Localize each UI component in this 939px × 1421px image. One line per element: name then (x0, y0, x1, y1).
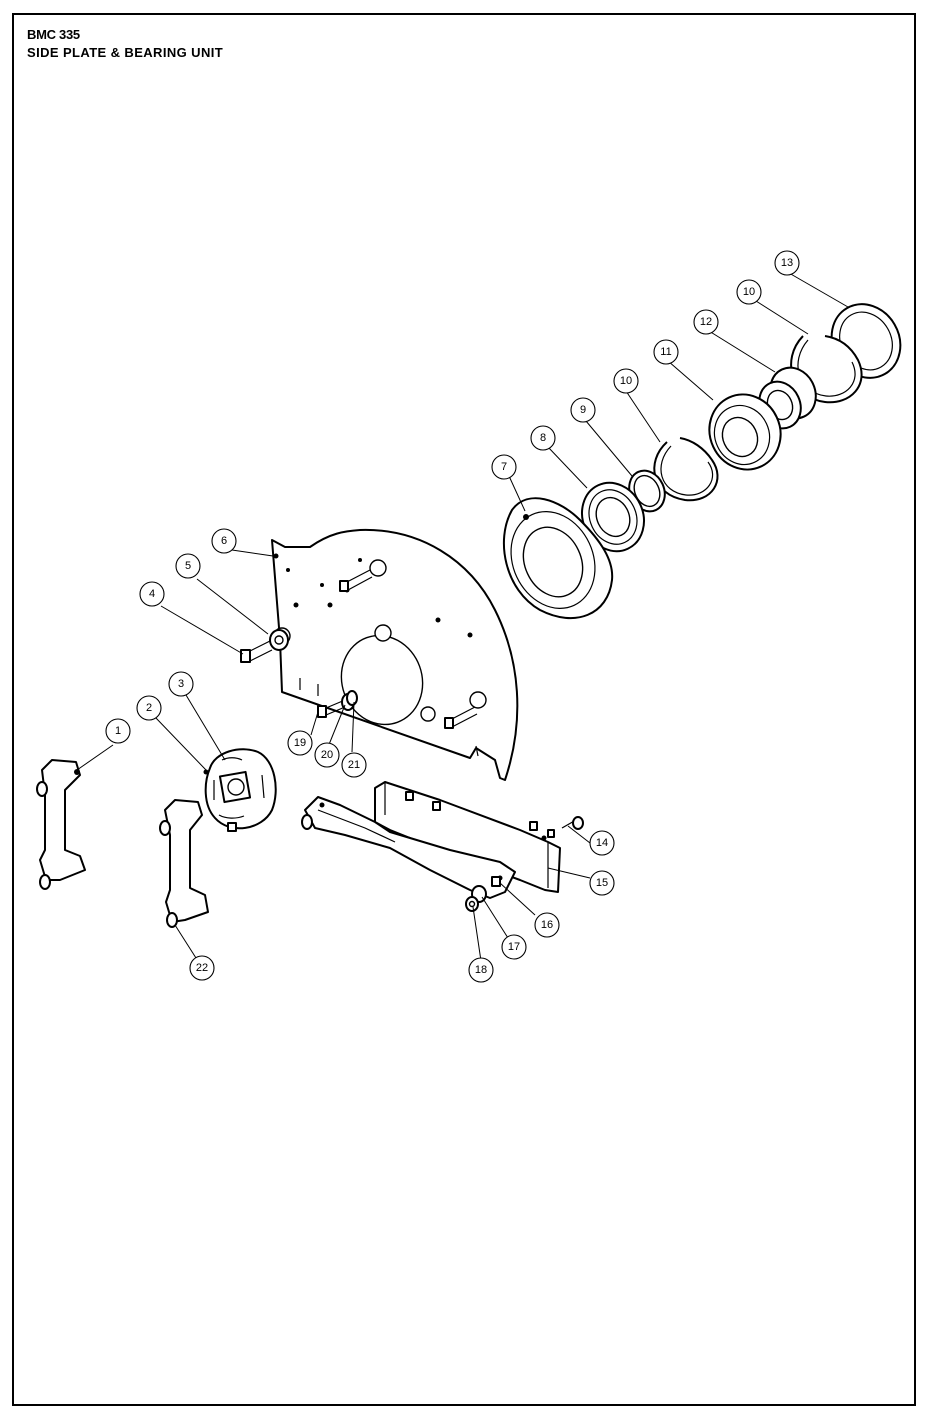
callout-14: 14 (589, 830, 615, 856)
drawing-header: BMC 335 SIDE PLATE & BEARING UNIT (27, 26, 223, 62)
svg-text:3: 3 (178, 678, 184, 690)
callout-17: 17 (501, 934, 527, 960)
svg-text:9: 9 (580, 404, 586, 416)
part-2-dot (203, 769, 209, 775)
callout-13: 13 (774, 250, 800, 276)
part-16-bar (301, 796, 516, 899)
callout-6: 6 (211, 528, 237, 554)
callout-10-upper: 10 (736, 279, 762, 305)
svg-text:17: 17 (508, 941, 520, 953)
callout-18: 18 (468, 957, 494, 983)
drawing-title: SIDE PLATE & BEARING UNIT (27, 45, 224, 60)
callout-7: 7 (491, 454, 517, 480)
callout-21: 21 (341, 752, 367, 778)
callout-12: 12 (693, 309, 719, 335)
callout-16: 16 (534, 912, 560, 938)
callout-20: 20 (314, 742, 340, 768)
callout-22: 22 (189, 955, 215, 981)
part-10-snap-ring-lower (653, 437, 719, 502)
svg-text:4: 4 (149, 588, 155, 600)
model-number: BMC 335 (27, 27, 80, 42)
callout-3: 3 (168, 671, 194, 697)
svg-text:14: 14 (596, 837, 608, 849)
svg-text:10: 10 (743, 286, 755, 298)
svg-text:8: 8 (540, 432, 546, 444)
part-15-guide-rail (374, 781, 561, 893)
callout-11: 11 (653, 339, 679, 365)
svg-text:2: 2 (146, 702, 152, 714)
leader-lines (76, 272, 849, 962)
svg-text:15: 15 (596, 877, 608, 889)
svg-text:13: 13 (781, 257, 793, 269)
part-8-seal (581, 481, 645, 553)
svg-text:20: 20 (321, 749, 333, 761)
part-7-bearing-housing (502, 497, 614, 619)
callout-4: 4 (139, 581, 165, 607)
svg-text:10: 10 (620, 375, 632, 387)
part-5-washer (269, 629, 289, 651)
callout-19: 19 (287, 730, 313, 756)
part-4-bolt (240, 639, 273, 663)
part-1-bracket (36, 759, 86, 890)
callout-9: 9 (570, 397, 596, 423)
svg-text:6: 6 (221, 535, 227, 547)
part-11-bearing (708, 393, 782, 471)
part-14-screw (561, 816, 584, 830)
part-17-18-washer-nut (465, 885, 487, 912)
drawing-frame (12, 13, 916, 1406)
svg-text:18: 18 (475, 964, 487, 976)
svg-text:5: 5 (185, 560, 191, 572)
part-22-bracket (159, 799, 209, 928)
svg-text:12: 12 (700, 316, 712, 328)
svg-text:11: 11 (660, 346, 671, 358)
svg-text:19: 19 (294, 737, 306, 749)
svg-text:22: 22 (196, 962, 208, 974)
callout-5: 5 (175, 553, 201, 579)
svg-text:21: 21 (348, 759, 360, 771)
part-6-side-plate (271, 528, 519, 781)
callout-8: 8 (530, 425, 556, 451)
svg-text:16: 16 (541, 919, 553, 931)
svg-text:1: 1 (115, 725, 121, 737)
callout-15: 15 (589, 870, 615, 896)
part-3-flange-plate (204, 748, 277, 832)
callout-10-lower: 10 (613, 368, 639, 394)
callout-2: 2 (136, 695, 162, 721)
svg-text:7: 7 (501, 461, 507, 473)
callout-1: 1 (105, 718, 131, 744)
